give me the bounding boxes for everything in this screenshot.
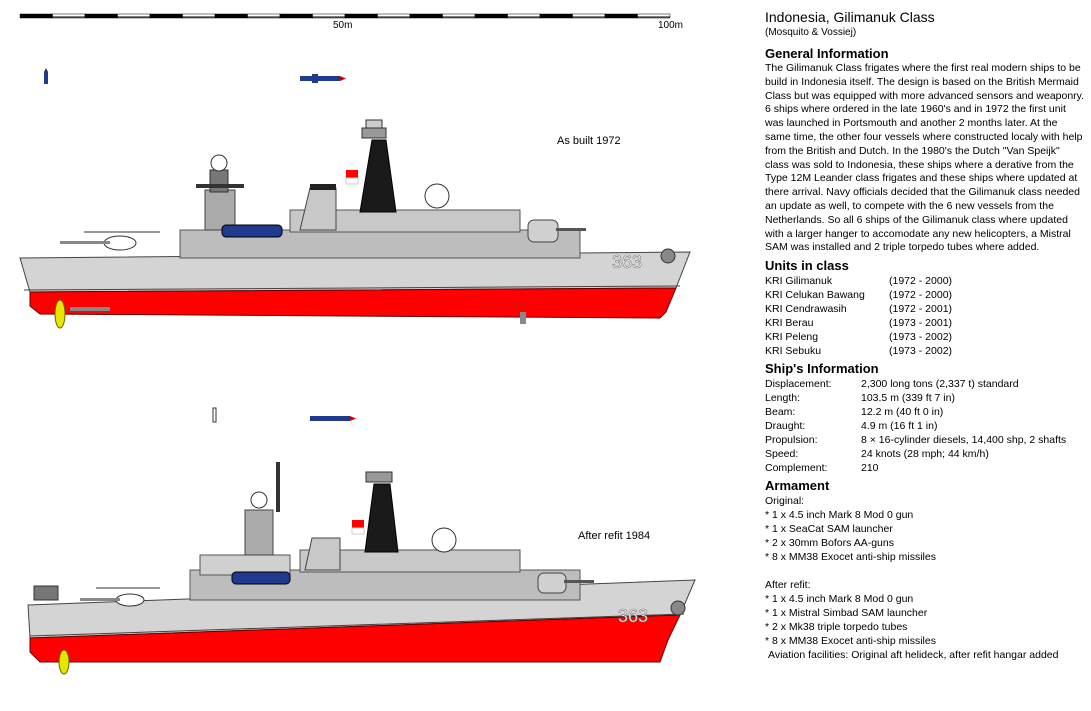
spec-label: Beam: [765,406,796,419]
spec-value: 24 knots (28 mph; 44 km/h) [861,448,989,461]
unit-years: (1973 - 2002) [889,345,953,358]
exocet-missile-icon [310,416,356,421]
spec-value: 2,300 long tons (2,337 t) standard [861,378,1019,391]
unit-row: KRI Gilimanuk (1972 - 2000) [765,274,1085,288]
ship-info-list: Displacement: 2,300 long tons (2,337 t) s… [765,377,1085,475]
armament-item: * 1 x Mistral Simbad SAM launcher [765,607,928,620]
spec-value: 4.9 m (16 ft 1 in) [861,420,938,433]
unit-name: KRI Gilimanuk [765,275,833,288]
hull-number: 363 [618,606,649,627]
unit-name: KRI Celukan Bawang [765,289,865,302]
exocet-missile-icon [300,74,346,83]
caption-as-built: As built 1972 [557,135,621,147]
unit-row: KRI Cendrawasih (1972 - 2001) [765,302,1085,316]
spec-row: Propulsion: 8 × 16-cylinder diesels, 14,4… [765,433,1085,447]
unit-years: (1972 - 2001) [889,303,953,316]
scale-end-label: 100m [658,20,684,31]
unit-years: (1972 - 2000) [889,275,953,288]
spec-label: Propulsion: [765,434,818,447]
spec-label: Length: [765,392,801,405]
unit-years: (1972 - 2000) [889,289,953,302]
spec-label: Draught: [765,420,806,433]
main-gun-icon [537,572,594,594]
aviation-text: Aviation facilities: Original aft helide… [768,649,1059,662]
armament-heading: Armament [765,478,830,494]
boat-blue [231,571,291,585]
spec-label: Complement: [765,462,828,475]
main-gun-icon [527,219,586,243]
general-info-heading: General Information [765,46,889,61]
armament-item: * 2 x 30mm Bofors AA-guns [765,537,894,550]
armament-original-list: * 1 x 4.5 inch Mark 8 Mod 0 gun* 1 x Sea… [765,508,1085,564]
spec-row: Draught: 4.9 m (16 ft 1 in) [765,419,1085,433]
units-list: KRI Gilimanuk(1972 - 2000)KRI Celukan Ba… [765,274,1085,358]
spec-value: 210 [861,462,879,475]
spec-label: Displacement: [765,378,832,391]
unit-row: KRI Berau (1973 - 2001) [765,316,1085,330]
flag [352,520,364,528]
spec-row: Displacement: 2,300 long tons (2,337 t) s… [765,377,1085,391]
armament-refit-list: * 1 x 4.5 inch Mark 8 Mod 0 gun* 1 x Mis… [765,592,1085,648]
anchor-icon [670,600,686,616]
flag [346,170,358,178]
scale-bar [19,13,671,19]
armament-item: * 1 x 4.5 inch Mark 8 Mod 0 gun [765,509,914,522]
armament-item: * 8 x MM38 Exocet anti-ship missiles [765,551,936,564]
propeller [58,649,70,675]
info-panel: Indonesia, Gilimanuk Class (Mosquito & V… [765,8,1085,662]
unit-row: KRI Celukan Bawang (1972 - 2000) [765,288,1085,302]
units-heading: Units in class [765,258,849,274]
unit-years: (1973 - 2002) [889,331,953,344]
spec-label: Speed: [765,448,799,461]
spec-value: 103.5 m (339 ft 7 in) [861,392,955,405]
unit-name: KRI Cendrawasih [765,303,847,316]
ship-info-heading: Ship's Information [765,361,879,377]
anchor-icon [660,248,676,264]
boat-blue [221,224,283,238]
helicopter-icon [33,585,160,607]
spec-row: Beam: 12.2 m (40 ft 0 in) [765,405,1085,419]
scale-segment [637,13,671,19]
unit-name: KRI Berau [765,317,814,330]
unit-row: KRI Peleng (1973 - 2002) [765,330,1085,344]
unit-name: KRI Peleng [765,331,819,344]
propeller [54,299,66,329]
hull-number: 363 [612,252,643,273]
mistral-missile-icon [212,407,217,423]
armament-refit-label: After refit: [765,579,811,592]
armament-item: * 2 x Mk38 triple torpedo tubes [765,621,908,634]
armament-item: * 1 x SeaCat SAM launcher [765,523,893,536]
general-info-text: The Gilimanuk Class frigates where the f… [765,62,1085,254]
ship-as-built [19,68,691,329]
unit-row: KRI Sebuku (1973 - 2002) [765,344,1085,358]
spec-row: Complement: 210 [765,461,1085,475]
seacat-missile-icon [44,68,48,84]
unit-name: KRI Sebuku [765,345,822,358]
unit-years: (1973 - 2001) [889,317,953,330]
spec-row: Length: 103.5 m (339 ft 7 in) [765,391,1085,405]
drawing-area: 50m 100m [19,13,696,675]
ship-after-refit [27,407,696,675]
scale-mid-label: 50m [333,20,353,31]
spec-value: 8 × 16-cylinder diesels, 14,400 shp, 2 s… [861,434,1067,447]
credit: (Mosquito & Vossiej) [765,27,857,38]
page-title: Indonesia, Gilimanuk Class [765,9,935,25]
hull-red-bottom [29,287,677,319]
helicopter-icon [60,231,160,251]
armament-item: * 8 x MM38 Exocet anti-ship missiles [765,635,936,648]
armament-item: * 1 x 4.5 inch Mark 8 Mod 0 gun [765,593,914,606]
spec-value: 12.2 m (40 ft 0 in) [861,406,944,419]
armament-original-label: Original: [765,495,805,508]
caption-after-refit: After refit 1984 [578,530,651,542]
spec-row: Speed: 24 knots (28 mph; 44 km/h) [765,447,1085,461]
